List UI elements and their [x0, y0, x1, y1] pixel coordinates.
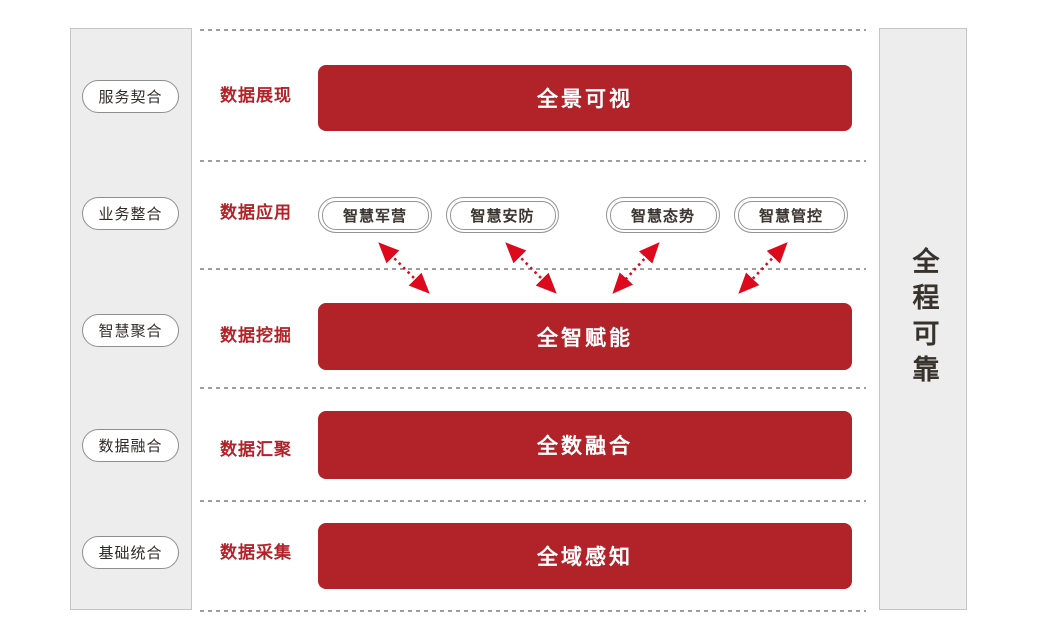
- left-pill-service-fit: 服务契合: [82, 80, 179, 113]
- left-pill-wisdom-aggregation: 智慧聚合: [82, 314, 179, 347]
- row-separator: [200, 268, 866, 270]
- banner-full-domain-sensing: 全域感知: [318, 523, 852, 589]
- row-separator: [200, 29, 866, 31]
- app-pill-label: 智慧态势: [609, 200, 717, 230]
- left-pill-business-integration: 业务整合: [82, 197, 179, 230]
- left-pill-label: 智慧聚合: [98, 323, 163, 340]
- left-pill-label: 基础统合: [98, 545, 163, 562]
- left-pill-label: 数据融合: [98, 438, 163, 455]
- row-separator: [200, 160, 866, 162]
- app-pill-label: 智慧管控: [737, 200, 845, 230]
- banner-full-data-fusion: 全数融合: [318, 411, 852, 479]
- app-pill-smart-control: 智慧管控: [734, 197, 848, 233]
- layer-label-data-display: 数据展现: [220, 86, 292, 105]
- app-pill-label: 智慧安防: [449, 200, 556, 230]
- left-pill-data-fusion: 数据融合: [82, 429, 179, 462]
- left-pill-label: 业务整合: [98, 206, 163, 223]
- layer-label-data-application: 数据应用: [220, 203, 292, 222]
- banner-full-intelligence: 全智赋能: [318, 303, 852, 370]
- right-sidebar-panel: 全程可靠: [879, 28, 967, 610]
- right-sidebar-vertical-label: 全程可靠: [908, 247, 939, 391]
- layer-label-data-convergence: 数据汇聚: [220, 440, 292, 459]
- row-separator: [200, 387, 866, 389]
- app-pill-smart-situation: 智慧态势: [606, 197, 720, 233]
- layer-label-data-collection: 数据采集: [220, 543, 292, 562]
- app-pill-smart-barracks: 智慧军营: [318, 197, 432, 233]
- app-pill-smart-security: 智慧安防: [446, 197, 559, 233]
- left-pill-label: 服务契合: [98, 89, 163, 106]
- banner-panoramic-visibility: 全景可视: [318, 65, 852, 131]
- left-pill-basic-unification: 基础统合: [82, 536, 179, 569]
- app-pill-label: 智慧军营: [321, 200, 429, 230]
- row-separator: [200, 610, 866, 612]
- layer-label-data-mining: 数据挖掘: [220, 326, 292, 345]
- row-separator: [200, 500, 866, 502]
